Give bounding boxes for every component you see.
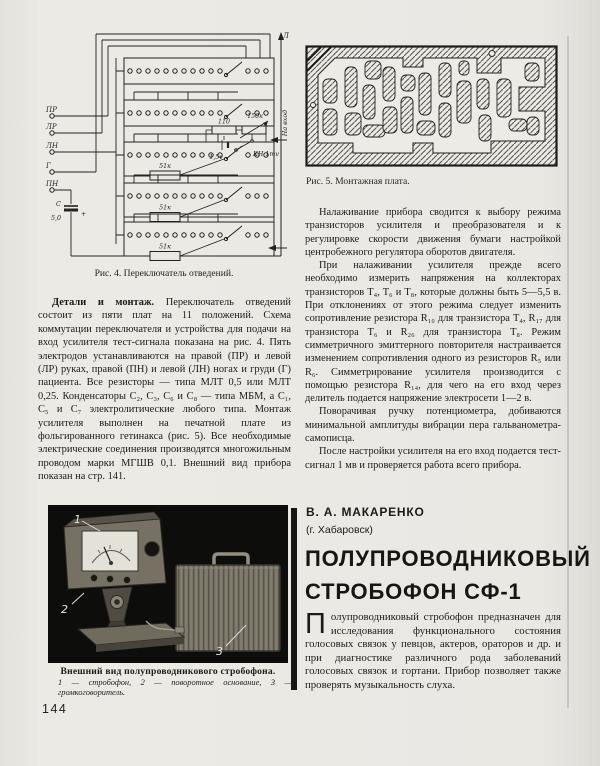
pcb-mounting-hole-left xyxy=(310,102,316,108)
schematic-wiring xyxy=(54,32,287,261)
article-dropcap: П xyxy=(305,608,326,640)
output-l-label: Л xyxy=(282,32,289,40)
resistor-51k-label-2: 51к xyxy=(159,205,171,212)
photo-caption: Внешний вид полупроводникового стробофон… xyxy=(60,666,276,677)
details-paragraph: Детали и монтаж. Переключатель отведений… xyxy=(38,296,291,484)
device-port xyxy=(144,541,160,557)
photo-legend: 1 — стробофон, 2 — поворотное основание,… xyxy=(58,678,292,697)
page-edge xyxy=(567,36,569,708)
cable-plug xyxy=(174,626,185,634)
capacitor-name-label: С xyxy=(56,201,61,208)
resistor-51k-label-3: 51к xyxy=(159,244,171,251)
photo-marker-3: 3 xyxy=(216,645,223,658)
case-handle xyxy=(212,552,250,565)
strobophone-photo: 1 2 3 xyxy=(48,505,288,668)
details-lead: Детали и монтаж. xyxy=(52,297,155,308)
article-author: В. А. МАКАРЕНКО xyxy=(306,505,425,519)
article-intro-text: олупроводниковый стробофон предназначен … xyxy=(305,611,561,691)
figure5-caption: Рис. 5. Монтажная плата. xyxy=(306,176,410,187)
terminal-label-ln: ЛН xyxy=(45,142,59,150)
terminal-label-lr: ЛР xyxy=(45,123,57,131)
terminal-label-pn: ПН xyxy=(45,180,59,188)
capacitor-polarity-label: + xyxy=(81,211,86,218)
strobophone-device xyxy=(62,511,167,590)
lead-switch-schematic-drawing: ПР ЛР ЛН Г ПН С 5,0 + 51к 51к 51к 110 15… xyxy=(45,32,289,261)
details-body: Переключатель отведений состоит из пяти … xyxy=(38,297,291,483)
pcb-corner-mark xyxy=(306,46,332,72)
photo-marker-2: 2 xyxy=(61,603,68,616)
figure5-board xyxy=(305,45,558,172)
resistor-110-label: 110 xyxy=(218,119,230,126)
strobophone-photo-image: 1 2 3 xyxy=(48,505,288,663)
figure4-schematic: ПР ЛР ЛН Г ПН С 5,0 + 51к 51к 51к 110 15… xyxy=(38,28,290,269)
capacitor-value-label: 5,0 xyxy=(51,215,61,222)
left-column-text: Детали и монтаж. Переключатель отведений… xyxy=(38,296,291,484)
photo-marker-1: 1 xyxy=(74,513,81,526)
tuning-paragraph-1: Налаживание прибора сводится к выбору ре… xyxy=(305,207,561,258)
tuning-paragraph-2: При налаживании усилителя прежде всего н… xyxy=(305,260,561,405)
resistor-150k-label: 150к xyxy=(247,113,263,120)
terminal-label-pr: ПР xyxy=(45,106,57,114)
to-input-label: На вход xyxy=(282,110,289,137)
article-title: ПОЛУПРОВОДНИКОВЫЙ СТРОБОФОН СФ-1 xyxy=(305,542,591,608)
article-author-city: (г. Хабаровск) xyxy=(306,524,373,536)
pcb-layout-drawing xyxy=(305,45,558,167)
resistor-51k-label-1: 51к xyxy=(159,163,171,170)
rotating-base xyxy=(76,586,186,652)
right-column-text: Налаживание прибора сводится к выбору ре… xyxy=(305,206,561,472)
tuning-paragraph-4: После настройки усилителя на его вход по… xyxy=(305,446,561,471)
battery-label: 1,5v xyxy=(209,154,223,161)
page-number: 144 xyxy=(42,702,68,716)
pcb-copper-pads xyxy=(322,60,540,142)
figure4-caption: Рис. 4. Переключатель отведений. xyxy=(94,268,234,279)
tuning-paragraph-3: Поворачивая ручку потенциометра, добиваю… xyxy=(305,406,561,445)
pcb-mounting-hole-top xyxy=(488,50,496,57)
article-title-line1: ПОЛУПРОВОДНИКОВЫЙ xyxy=(305,546,591,571)
test-button-label: КН 1mv xyxy=(252,151,279,158)
article-title-line2: СТРОБОФОН СФ-1 xyxy=(305,579,522,604)
electrode-terminals xyxy=(49,113,55,193)
terminal-label-g: Г xyxy=(45,162,51,170)
loudspeaker-case xyxy=(175,552,281,652)
article-divider-bar xyxy=(291,508,297,690)
